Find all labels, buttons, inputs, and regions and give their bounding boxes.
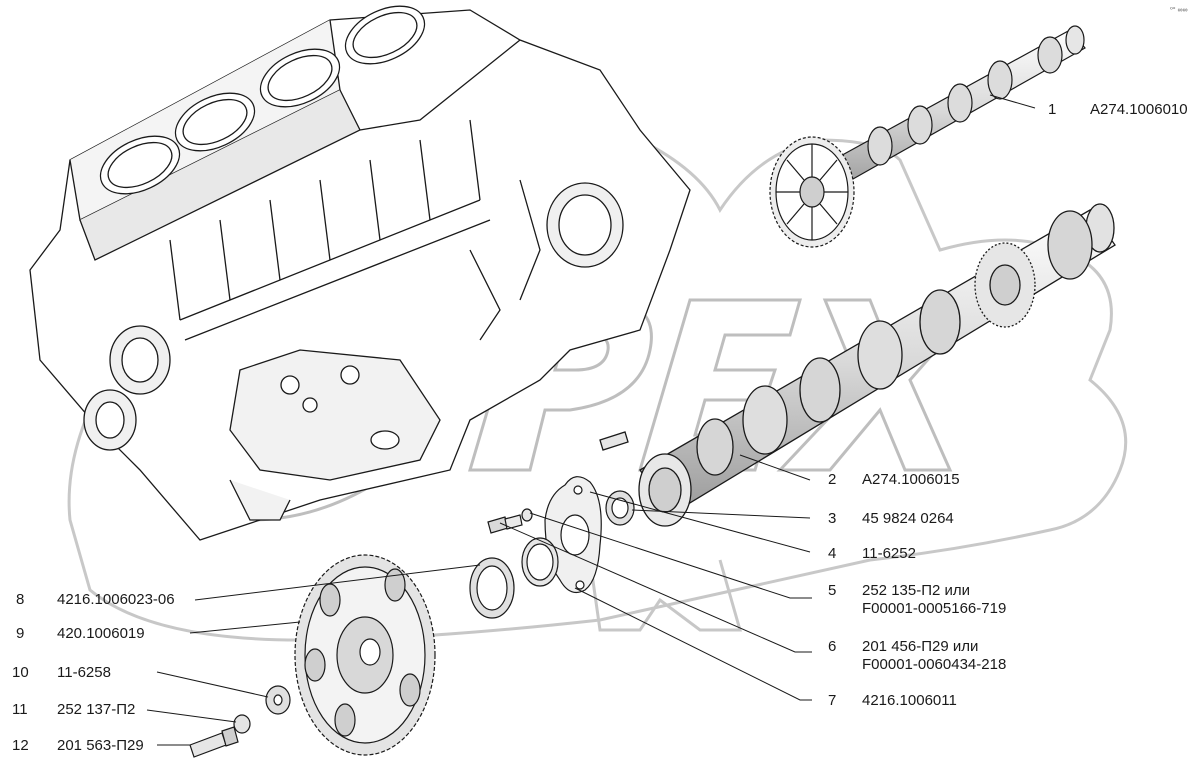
corner-mark: ⁰° ∞∞ xyxy=(1170,7,1188,14)
part-code: А274.1006010 xyxy=(1090,101,1188,118)
part-code-alt: F00001-0005166-719 xyxy=(862,600,1007,617)
callout-number: 4 xyxy=(828,545,837,562)
callout-number: 10 xyxy=(12,664,29,681)
part-code: 201 456-П29 или xyxy=(862,638,979,655)
part-code: 252 137-П2 xyxy=(57,701,136,718)
callout-number: 7 xyxy=(828,692,837,709)
part-code: 11-6258 xyxy=(57,664,111,681)
callout-number: 9 xyxy=(16,625,25,642)
engine-block xyxy=(29,5,691,541)
callout-number: 12 xyxy=(12,737,29,754)
callout-number: 1 xyxy=(1048,101,1057,118)
part-code: 4216.1006023-06 xyxy=(57,591,175,608)
callout-number: 5 xyxy=(828,582,837,599)
callout-number: 2 xyxy=(828,471,837,488)
part-code: 420.1006019 xyxy=(57,625,145,642)
small-parts xyxy=(189,476,635,758)
callout-number: 6 xyxy=(828,638,837,655)
camshaft-1 xyxy=(769,25,1086,248)
callout-number: 3 xyxy=(828,510,837,527)
part-code: 252 135-П2 или xyxy=(862,582,971,599)
callout-number: 11 xyxy=(12,701,28,718)
part-code-alt: F00001-0060434-218 xyxy=(862,656,1007,673)
part-code: А274.1006015 xyxy=(862,471,960,488)
callout-number: 8 xyxy=(16,591,25,608)
part-code: 45 9824 0264 xyxy=(862,510,954,527)
leader-lines xyxy=(146,94,1036,746)
part-code: 11-6252 xyxy=(862,545,916,562)
part-code: 201 563-П29 xyxy=(57,737,144,754)
part-code: 4216.1006011 xyxy=(862,692,957,709)
camshaft-2 xyxy=(599,203,1116,527)
